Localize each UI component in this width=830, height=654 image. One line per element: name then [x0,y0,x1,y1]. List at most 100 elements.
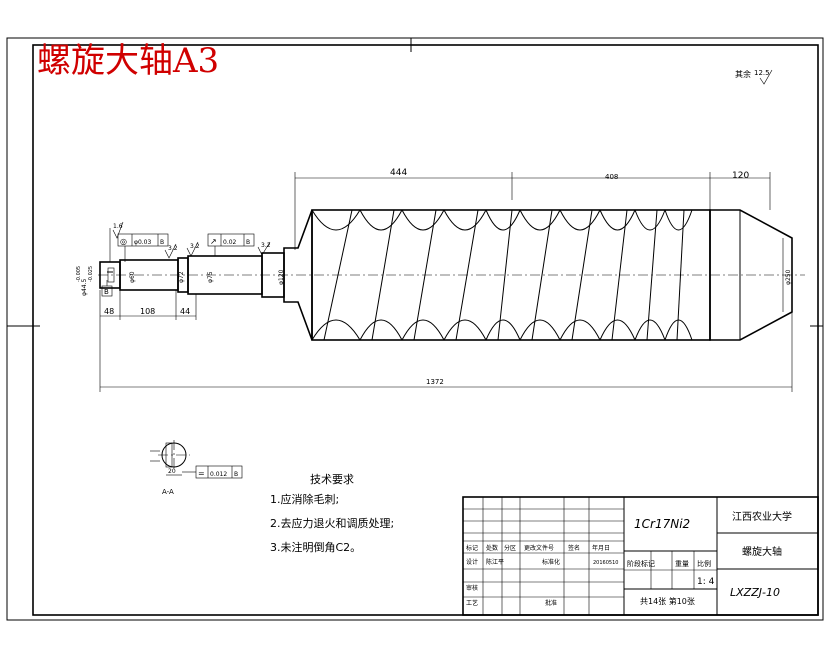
flight-bottom-arc [485,319,521,341]
tb-drawing-no: LXZZJ-10 [730,586,780,599]
flight-top-arc [359,209,403,231]
dim-phi120: φ120 [278,269,285,285]
tb-design: 设计 [466,558,478,566]
gdt2-symbol: ↗ [210,237,217,246]
tb-date: 20160510 [593,560,618,566]
gdt2-datum: B [246,239,250,246]
dim-1372: 1372 [426,378,444,386]
flight-bottom-arc [359,319,403,341]
flight-edge [413,209,437,341]
tb-lbl-count: 处数 [486,544,498,552]
flight-top-arc [519,209,561,231]
flight-top-arc [311,209,361,231]
tb-lbl-date: 年月日 [592,544,610,552]
tb-lbl-zone: 分区 [504,544,516,552]
dim-120: 120 [732,171,749,181]
flight-top-arc [634,209,666,231]
flight-top-arc [401,209,445,231]
inner-frame [32,44,819,616]
tb-material: 1Cr17Ni2 [634,517,690,531]
gdt-frame-1 [117,233,169,262]
flight-bottom-arc [599,319,636,341]
tb-lbl-mark: 标记 [466,544,478,552]
tb-craft: 工艺 [466,599,478,607]
roughness-marks [109,221,271,262]
flight-bottom-arc [311,319,361,341]
tb-approve: 批准 [545,599,557,607]
gdt1-value: φ0.03 [134,239,152,246]
tb-sheets: 共14张 第10张 [640,596,695,606]
tb-standard: 标准化 [542,558,560,566]
dim-phi60: φ60 [129,271,136,283]
flight-bottom-arc [634,319,666,341]
dim-phi250: φ250 [785,269,792,285]
dim-tol-bot: -0.025 [88,266,94,282]
tb-lbl-change: 更改文件号 [524,544,554,552]
flight-bottom-arc [443,319,487,341]
gdt3-symbol: = [198,469,205,478]
flight-top-arc [664,209,693,231]
tb-weight: 重量 [675,560,689,568]
rough-4: 3.2 [261,242,271,249]
dim-44: 44 [180,307,190,316]
flight-bottom-arc [401,319,445,341]
roughness-symbol-icon [759,69,773,85]
flight-edge [323,209,353,341]
tb-part-name: 螺旋大轴 [742,545,782,558]
tech-item-3: 3.未注明倒角C2。 [270,540,361,554]
tb-scale: 1: 4 [697,577,715,587]
tech-item-2: 2.去应力退火和调质处理; [270,516,394,530]
drawing-title: 螺旋大轴A3 [37,41,219,81]
gdt3-value: 0.012 [210,471,227,478]
screw-flights [311,209,693,341]
outer-frame [6,37,824,621]
flight-top-arc [559,209,601,231]
gdt1-datum: B [160,239,164,246]
flight-edge [371,209,395,341]
dim-phi72: φ72 [178,271,185,283]
flight-top-arc [443,209,487,231]
datum-b-marker [101,280,113,297]
tb-university: 江西农业大学 [732,510,792,523]
dim-phi-left: φ44.5 [81,279,88,297]
flight-top-arc [599,209,636,231]
dim-phi75: φ75 [207,271,214,283]
gdt2-value: 0.02 [223,239,237,246]
flight-edge [531,209,553,341]
flight-edge [611,209,628,341]
dim-108: 108 [140,307,155,316]
section-view [150,440,243,479]
flight-edge [455,209,479,341]
dim-444: 444 [390,168,407,178]
rough-1: 1.6 [113,223,123,230]
flight-edge [646,209,658,341]
top-dimensions [294,172,771,250]
section-label: A-A [162,488,174,496]
tech-item-1: 1.应消除毛刺; [270,492,339,506]
rough-2: 3.2 [168,245,178,252]
gdt-frame-2 [207,233,255,256]
title-block [462,496,819,616]
flight-edge [497,209,513,341]
tb-review: 审核 [466,584,478,592]
dim-48: 48 [104,307,114,316]
bottom-dimensions [99,238,793,392]
roughness-note: 其余 [735,69,751,79]
rough-3: 3.2 [190,243,200,250]
flight-edge [571,209,593,341]
roughness-value: 12.5 [754,69,770,77]
flight-bottom-arc [559,319,601,341]
flight-bottom-arc [664,319,693,341]
tb-stage: 阶段标记 [627,559,655,568]
datum-b: B [104,288,109,296]
flight-edge [676,209,685,341]
section-dim: 20 [168,468,176,475]
dim-408: 408 [605,173,618,181]
gdt3-datum: B [234,471,238,478]
tb-lbl-sign: 签名 [568,544,580,552]
tb-designer: 陈江平 [486,558,504,566]
flight-top-arc [485,209,521,231]
gdt1-symbol: ◎ [120,237,127,246]
dim-tol-top: -0.005 [76,266,82,282]
